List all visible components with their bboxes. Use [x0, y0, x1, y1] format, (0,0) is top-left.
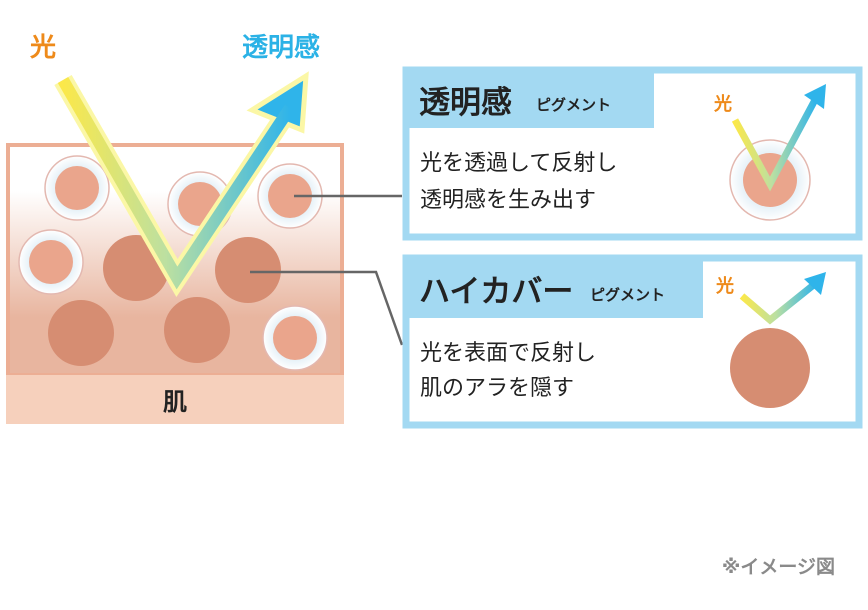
transparent-pigment-icon: [729, 84, 826, 221]
panel-header: [406, 70, 654, 128]
panel-subtitle: ピグメント: [590, 286, 665, 304]
icon-light-label: 光: [713, 93, 732, 115]
transparent-pigment: [18, 229, 84, 295]
high-cover-pigment: [215, 237, 281, 303]
light-reflection-arrow-icon: [54, 71, 309, 297]
image-note: ※イメージ図: [722, 556, 835, 578]
panel-subtitle: ピグメント: [536, 96, 611, 114]
panel-description-line: 肌のアラを隠す: [420, 376, 574, 401]
high-cover-pigment-icon: [730, 272, 826, 408]
icon-light-label: 光: [715, 275, 734, 297]
skin-label: 肌: [163, 388, 187, 416]
transparency-label: 透明感: [242, 33, 320, 63]
panel-description-line: 光を表面で反射し: [420, 341, 596, 366]
high-cover-pigment: [164, 297, 230, 363]
transparent-pigments: [18, 155, 328, 371]
panel-description-line: 透明感を生み出す: [420, 188, 596, 213]
panel-title: 透明感: [419, 85, 512, 121]
high-cover-pigments: [48, 235, 281, 366]
transparent-pigment: [44, 155, 110, 221]
high-cover-pigment: [48, 300, 114, 366]
panel-description-line: 光を透過して反射し: [420, 151, 617, 176]
panel-header: [406, 258, 703, 318]
light-label: 光: [29, 33, 56, 63]
transparent-pigment: [262, 305, 328, 371]
panel-transparent-pigment: 透明感 ピグメント 光を透過して反射し 透明感を生み出す 光: [402, 66, 863, 241]
panel-high-cover-pigment: ハイカバー ピグメント 光を表面で反射し 肌のアラを隠す 光: [402, 254, 863, 429]
connector-line: [250, 270, 404, 346]
skin-layer: [6, 375, 344, 424]
panel-title: ハイカバー: [419, 274, 573, 310]
